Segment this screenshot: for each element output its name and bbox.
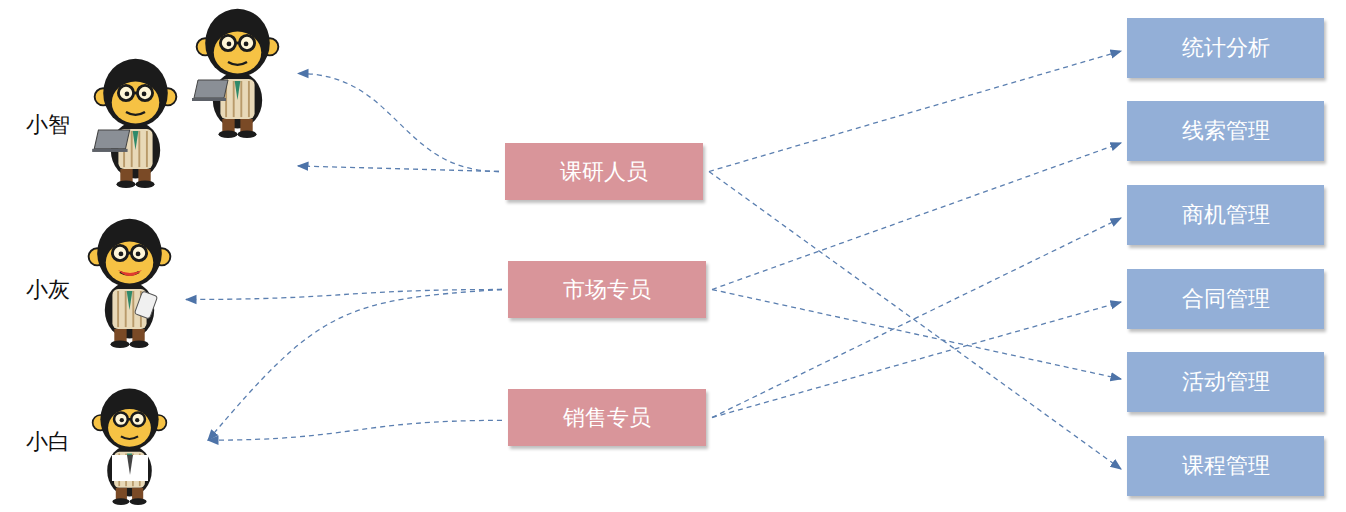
dashed-arrow xyxy=(208,420,502,440)
person-name: 小灰 xyxy=(26,275,70,305)
box-label: 销售专员 xyxy=(563,403,651,433)
box-label: 活动管理 xyxy=(1182,367,1270,397)
permission-box: 统计分析 xyxy=(1127,18,1324,78)
box-label: 统计分析 xyxy=(1182,33,1270,63)
role-box: 市场专员 xyxy=(508,261,706,318)
dashed-arrow xyxy=(712,302,1121,418)
permission-box: 线索管理 xyxy=(1127,101,1324,161)
dashed-arrow xyxy=(298,73,499,171)
user-figure: 小智 xyxy=(20,5,292,190)
user-figure: 小白 xyxy=(20,385,202,505)
dashed-arrow xyxy=(712,143,1121,290)
dashed-arrow xyxy=(186,290,502,300)
box-label: 课程管理 xyxy=(1182,451,1270,481)
dashed-arrow xyxy=(709,51,1121,172)
role-box: 课研人员 xyxy=(505,143,703,200)
box-label: 市场专员 xyxy=(563,275,651,305)
dashed-arrow xyxy=(712,218,1121,418)
permission-box: 课程管理 xyxy=(1127,436,1324,496)
role-box: 销售专员 xyxy=(508,389,706,446)
person-name: 小白 xyxy=(26,427,70,457)
dashed-arrow xyxy=(208,290,502,441)
dashed-arrow xyxy=(709,172,1121,470)
box-label: 线索管理 xyxy=(1182,116,1270,146)
box-label: 课研人员 xyxy=(560,157,648,187)
permission-box: 合同管理 xyxy=(1127,269,1324,329)
box-label: 合同管理 xyxy=(1182,284,1270,314)
user-figure: 小灰 xyxy=(20,215,180,345)
permission-box: 商机管理 xyxy=(1127,185,1324,245)
permission-box: 活动管理 xyxy=(1127,352,1324,412)
box-label: 商机管理 xyxy=(1182,200,1270,230)
dashed-arrow xyxy=(712,290,1121,380)
person-name: 小智 xyxy=(26,110,70,140)
dashed-arrow xyxy=(298,166,499,172)
